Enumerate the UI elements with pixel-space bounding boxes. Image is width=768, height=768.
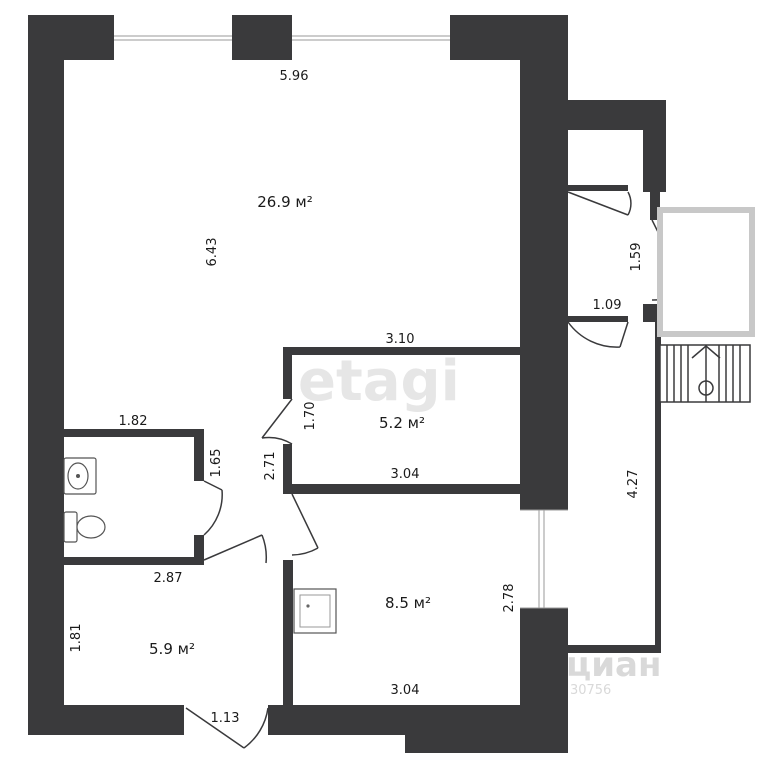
- hall-door-label: 1.13: [211, 711, 240, 726]
- doors: [185, 191, 689, 749]
- outer-walls: [28, 15, 666, 753]
- living-width-label: 5.96: [280, 69, 309, 84]
- living-length-label: 6.43: [205, 238, 220, 267]
- balcony-upper-side-label: 1.59: [629, 243, 644, 272]
- kitchen-bottom-label: 3.04: [391, 683, 420, 698]
- small-room-area-label: 5.2 м²: [379, 414, 425, 432]
- hall-area-label: 5.9 м²: [149, 640, 195, 658]
- kitchen-area-label: 8.5 м²: [385, 594, 431, 612]
- balcony-lower-side-label: 4.27: [626, 470, 641, 499]
- balcony-railing: [657, 207, 755, 403]
- small-room-top-label: 3.10: [386, 332, 415, 347]
- balcony-upper-bottom-label: 1.09: [593, 298, 622, 313]
- interior-walls: [62, 347, 520, 710]
- hall-side-label: 1.81: [69, 624, 84, 653]
- stove-icon: [293, 588, 337, 634]
- kitchen-side-label: 2.78: [502, 584, 517, 613]
- etagi-watermark: etagi: [298, 349, 460, 414]
- living-area-label: 26.9 м²: [257, 193, 313, 211]
- bathroom-side-label: 1.65: [209, 449, 224, 478]
- toilet-icon: [63, 511, 78, 543]
- small-room-side-label: 1.70: [303, 402, 318, 431]
- bathroom-width-label: 1.82: [119, 414, 148, 429]
- hall-top-label: 2.87: [154, 571, 183, 586]
- small-room-bottom-label: 3.04: [391, 467, 420, 482]
- windows: [114, 15, 568, 609]
- bathroom-fixtures: [63, 457, 106, 543]
- corridor-side-label: 2.71: [263, 452, 278, 481]
